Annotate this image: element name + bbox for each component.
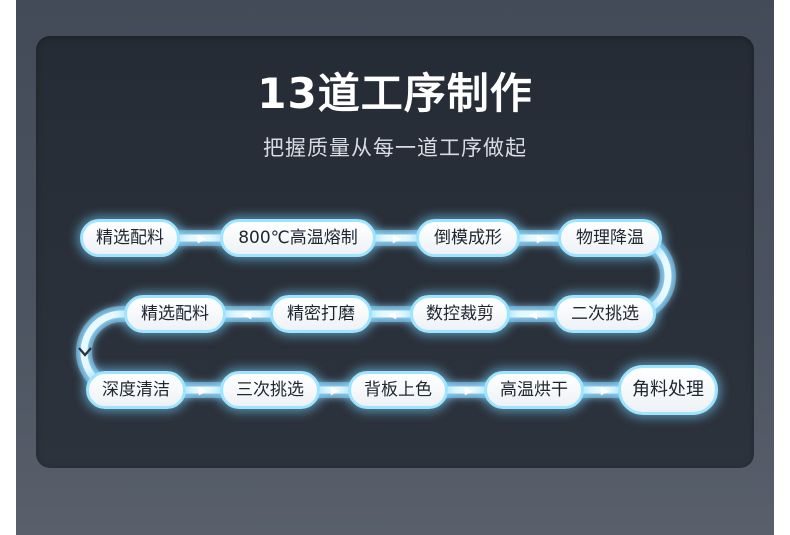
arrow-right-icon: ▶ [600, 384, 610, 397]
process-step: 倒模成形 [416, 219, 520, 257]
process-step-final: 角料处理 [618, 365, 718, 415]
process-step: 三次挑选 [220, 371, 320, 409]
process-step: 深度清洁 [86, 371, 186, 409]
process-step: 高温烘干 [484, 371, 584, 409]
arrow-left-icon: ◀ [528, 308, 538, 321]
process-step: 二次挑选 [554, 295, 656, 333]
arrow-right-icon: ▶ [392, 232, 402, 245]
arrow-right-icon: ▶ [198, 384, 208, 397]
arrow-right-icon: ▶ [330, 384, 340, 397]
arrow-right-icon: ▶ [536, 232, 546, 245]
process-step: 精选配料 [80, 219, 180, 257]
process-step: 精选配料 [124, 295, 226, 333]
arrow-right-icon: ▶ [197, 232, 207, 245]
process-step: 800℃高温熔制 [220, 219, 376, 257]
page-subtitle: 把握质量从每一道工序做起 [263, 136, 527, 160]
page-title: 13道工序制作 [257, 69, 533, 118]
process-step: 精密打磨 [270, 295, 372, 333]
process-step: 物理降温 [558, 219, 662, 257]
arrow-left-icon: ◀ [387, 308, 397, 321]
process-step: 背板上色 [348, 371, 448, 409]
arrow-left-icon: ◀ [242, 308, 252, 321]
process-step: 数控裁剪 [410, 295, 510, 333]
arrow-right-icon: ▶ [464, 384, 474, 397]
